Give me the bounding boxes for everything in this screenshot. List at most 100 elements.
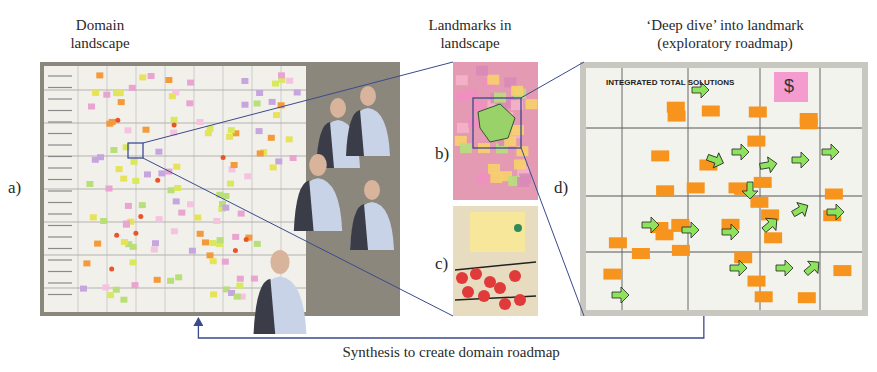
photo-a (40, 62, 400, 316)
panel-heading: ‘Deep dive’ into landmark (exploratory r… (630, 16, 820, 52)
sticky-note (106, 186, 113, 192)
sticky-note (672, 245, 690, 256)
row-labels (48, 179, 72, 180)
dot-sticker (155, 178, 160, 183)
sticky-note (207, 252, 214, 258)
row-labels (48, 282, 72, 283)
chart-title-text: INTEGRATED TOTAL SOLUTIONS (606, 78, 734, 87)
row-labels (48, 144, 72, 145)
sticky-note (747, 136, 765, 147)
dot-sticker (509, 270, 521, 282)
sticky-note (148, 73, 155, 79)
sticky-note (477, 173, 489, 183)
row-labels (48, 259, 72, 260)
sticky-note (209, 240, 216, 246)
sticky-note (189, 248, 196, 254)
sticky-note (125, 127, 132, 133)
sticky-note (254, 241, 261, 247)
arrow-note (822, 144, 839, 160)
sticky-note (125, 203, 132, 209)
zoom-line (143, 62, 453, 143)
sticky-note (210, 258, 217, 264)
sticky-note (223, 193, 230, 199)
sticky-note (270, 164, 277, 170)
sticky-note (286, 136, 293, 142)
sticky-note (210, 291, 217, 297)
row-labels (48, 202, 72, 203)
sticky-note (194, 215, 201, 221)
sticky-note (226, 134, 233, 140)
row-labels (48, 87, 72, 88)
sticky-note (94, 241, 101, 247)
panel-letter: b) (435, 144, 449, 164)
sticky-note (774, 72, 808, 102)
arrow-note (801, 256, 824, 279)
sticky-note (173, 198, 180, 204)
photo-panel: Landmarks in landscapeb) (453, 62, 538, 200)
sticky-note (687, 182, 705, 193)
photo-c (453, 206, 538, 316)
sticky-note (231, 162, 238, 168)
sticky-note (517, 177, 529, 187)
sticky-note (117, 90, 124, 96)
wall-chart (44, 66, 306, 312)
photo-d (580, 62, 868, 316)
dot-sticker (484, 276, 496, 288)
sticky-note (129, 85, 136, 91)
person-head (364, 180, 380, 200)
sticky-note (83, 260, 90, 266)
photo-panel: c) (453, 206, 538, 316)
arrow-note (612, 287, 629, 303)
dot-sticker (138, 214, 143, 219)
pen-line (455, 262, 536, 270)
dot-sticker (115, 118, 120, 123)
sticky-note (272, 81, 279, 87)
sticky-note (487, 75, 499, 85)
sticky-note (232, 234, 239, 240)
panel-letter: c) (435, 254, 448, 274)
sticky-note (213, 218, 220, 224)
sticky-note (734, 252, 752, 263)
panel-heading: Landmarks in landscape (420, 16, 520, 52)
sticky-note (113, 287, 120, 293)
sticky-note (656, 229, 674, 240)
sticky-note (118, 99, 125, 105)
arrow-note (730, 260, 747, 276)
sticky-note (158, 170, 165, 176)
sticky-note (106, 121, 113, 127)
dot-sticker (499, 298, 511, 310)
sticky-note (468, 118, 480, 128)
row-labels (48, 236, 72, 237)
sticky-note (187, 80, 194, 86)
sticky-note (236, 283, 243, 289)
sticky-note (749, 107, 767, 118)
dot-sticker (233, 248, 238, 253)
sticky-note (120, 297, 127, 303)
sticky-note (476, 66, 488, 76)
row-labels (48, 213, 72, 214)
sticky-note (197, 231, 204, 237)
sticky-note (268, 135, 275, 141)
sticky-note (202, 239, 209, 245)
sticky-note (130, 259, 137, 265)
person-body (294, 178, 342, 231)
edge-label: Synthesis to create domain roadmap (338, 344, 563, 361)
sticky-note (132, 282, 139, 288)
sticky-note (275, 158, 282, 164)
sticky-note (222, 205, 229, 211)
row-labels (48, 156, 72, 157)
chart-grid (252, 66, 253, 312)
sticky-note (456, 75, 468, 85)
sticky-note (86, 181, 93, 187)
sticky-note (227, 181, 234, 187)
sticky-note (825, 189, 843, 200)
chart-grid (44, 255, 306, 256)
arrow-note (759, 213, 782, 236)
zoom-box (473, 98, 521, 148)
sticky-note (755, 291, 773, 302)
zoom-line (521, 62, 584, 316)
dot-sticker (494, 282, 506, 294)
feedback-arrow (198, 316, 703, 338)
dollar-note-text: $ (784, 76, 794, 97)
